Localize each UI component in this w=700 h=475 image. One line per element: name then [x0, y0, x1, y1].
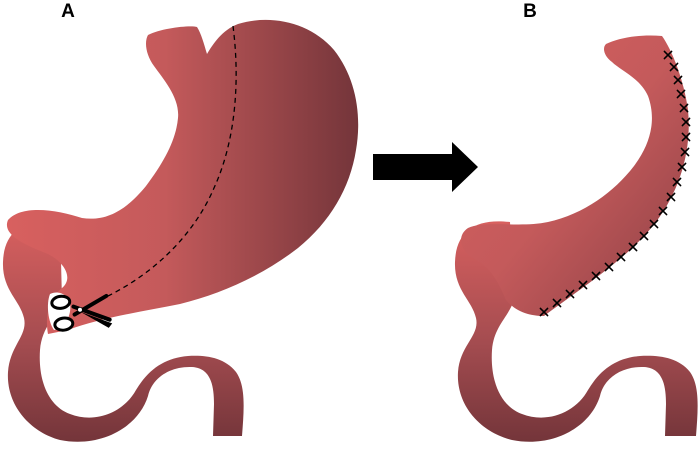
staple-mark [539, 307, 549, 317]
panel-a-stomach [6, 19, 359, 334]
panel-b-label: B [523, 1, 537, 22]
staple-mark [672, 177, 682, 187]
staple-mark [628, 242, 638, 252]
panel-b-sleeve-stomach [461, 35, 689, 317]
panel-a: A [2, 1, 359, 442]
scissors-icon [50, 293, 113, 332]
staple-mark [552, 298, 562, 308]
panel-b: B [454, 1, 698, 442]
panel-a-label: A [61, 1, 75, 22]
staple-mark [578, 280, 588, 290]
staple-mark [639, 231, 649, 241]
staple-mark [679, 103, 689, 113]
staple-mark [673, 75, 683, 85]
panel-a-cut-line [107, 25, 237, 297]
staple-mark [666, 192, 676, 202]
staple-mark [565, 289, 575, 299]
staple-mark [669, 62, 679, 72]
staple-mark [681, 132, 691, 142]
staple-mark [663, 50, 673, 60]
staple-mark [681, 117, 691, 127]
staple-mark [680, 147, 690, 157]
staple-line [539, 50, 691, 317]
right-arrow-icon [373, 142, 478, 192]
staple-mark [677, 162, 687, 172]
staple-mark [616, 252, 626, 262]
staple-mark [604, 262, 614, 272]
staple-mark [676, 89, 686, 99]
staple-mark [591, 271, 601, 281]
staple-mark [649, 219, 659, 229]
staple-mark [658, 206, 668, 216]
